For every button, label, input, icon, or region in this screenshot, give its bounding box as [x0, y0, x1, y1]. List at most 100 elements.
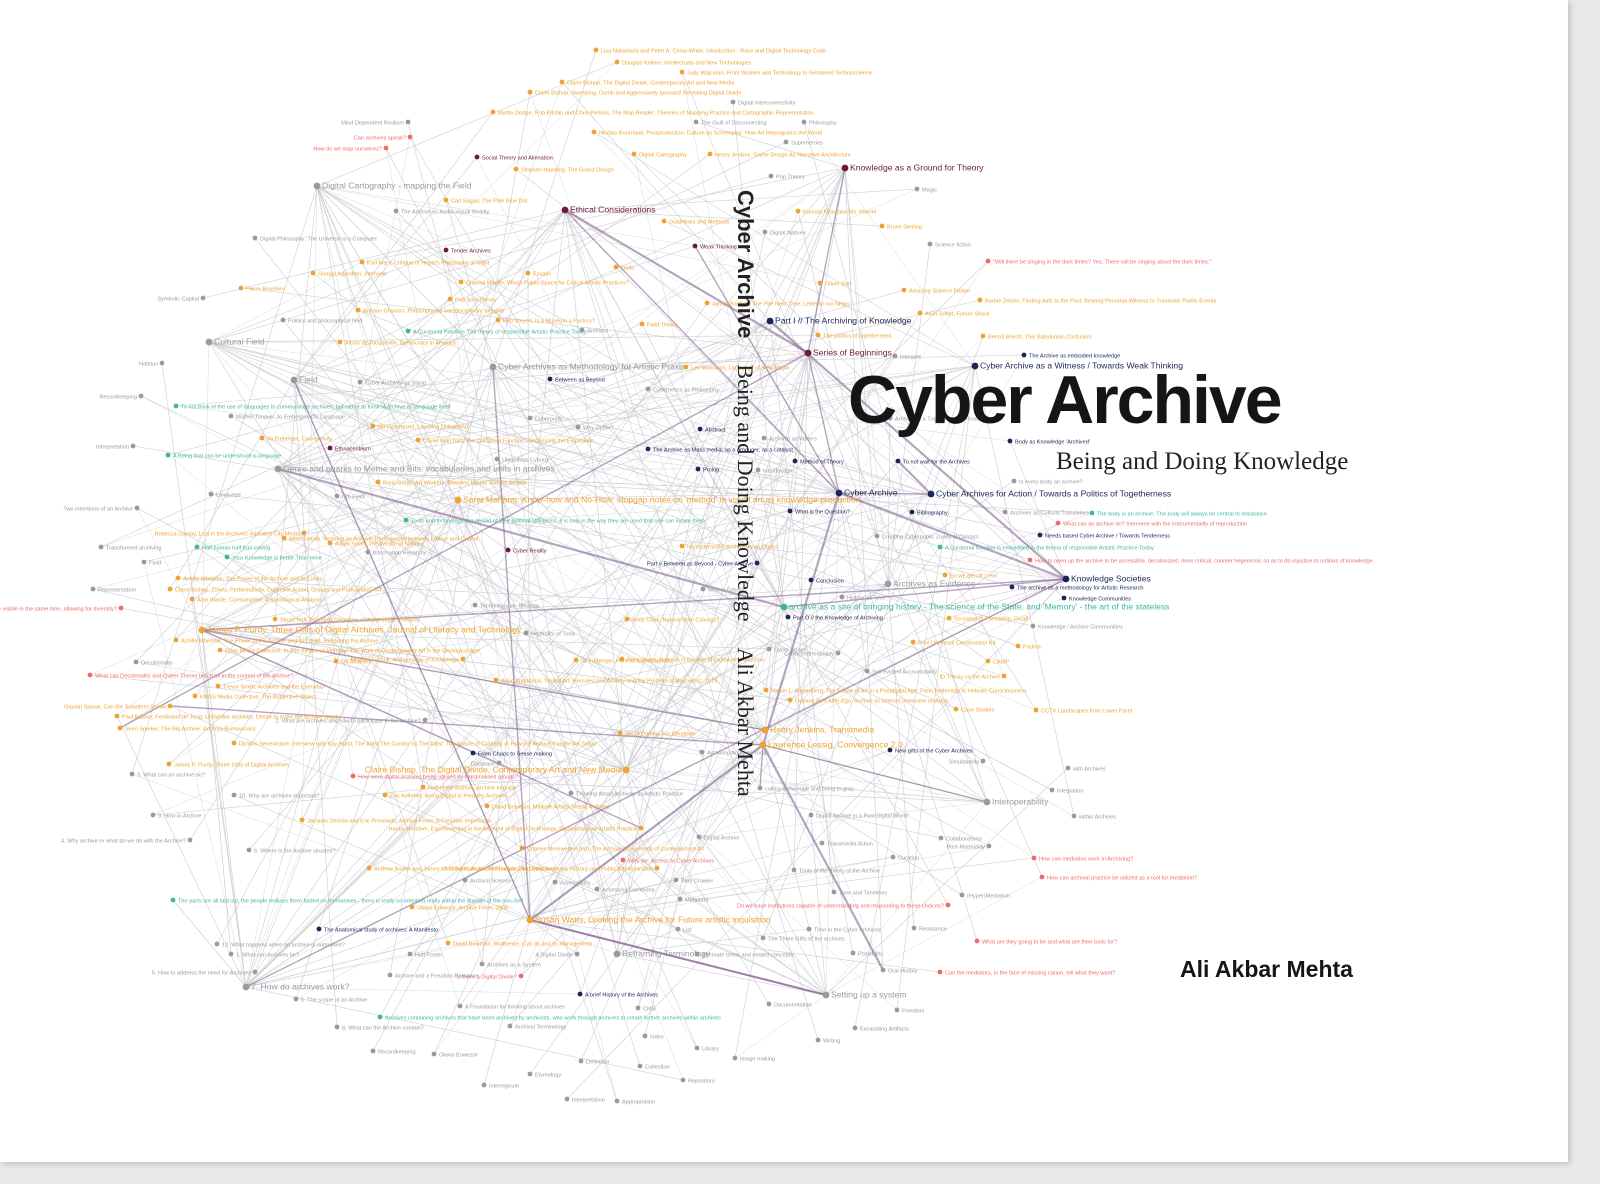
network-edge	[100, 320, 771, 548]
network-edge	[385, 147, 531, 921]
network-edge	[389, 366, 494, 976]
network-node-label: KNGS Media Collective, The Subjective Ob…	[200, 695, 317, 701]
network-node-label: Time in the Cyber Archives	[814, 928, 881, 934]
network-node-dot	[890, 854, 896, 860]
network-node-label: Cyber Archive	[844, 488, 898, 498]
network-node-dot	[980, 758, 986, 764]
network-node-dot	[117, 725, 123, 731]
network-node-dot	[405, 119, 411, 125]
network-node-dot	[173, 403, 179, 409]
network-node-dot	[699, 749, 705, 755]
network-node-label: Rebecca Comay, Lost in the Archives: Alp…	[155, 532, 301, 538]
network-edge	[625, 355, 896, 771]
network-node-dot	[874, 533, 880, 539]
network-node-label: The Guilt of Disconnecting	[701, 121, 767, 127]
network-edge	[208, 341, 840, 494]
network-node-label: Pop Soul Theory	[455, 298, 497, 304]
network-node-dot	[415, 437, 421, 443]
network-node-label: Carl Sagan, The Pale Blue Dot	[451, 199, 528, 205]
network-node-label: 5. The scope of an Archive	[301, 998, 367, 1004]
network-node-label: Claire Bishop, Zones, Performativity, Co…	[175, 588, 382, 594]
network-node-dot	[591, 129, 597, 135]
network-node-label: Archival Science	[470, 879, 511, 885]
network-edge	[838, 491, 1067, 581]
network-edge	[274, 185, 318, 620]
network-edge	[208, 341, 1019, 647]
network-edge	[564, 209, 627, 771]
network-node-label: How can archival practice be utilized as…	[1047, 876, 1197, 882]
network-node-dot	[909, 509, 915, 515]
network-edge	[529, 856, 894, 921]
network-node-label: Interpretation	[96, 445, 129, 451]
network-node-label: Archives as Cultural Translators	[1010, 511, 1089, 517]
network-node-label: Library	[702, 1047, 719, 1053]
network-edge	[405, 519, 827, 996]
network-node-label: Web Crawler	[681, 879, 713, 885]
network-node-label: Ethical Considerations	[570, 205, 656, 215]
network-node-dot	[927, 490, 935, 498]
network-node-label: Philosophy	[809, 121, 837, 127]
network-node-dot	[493, 677, 499, 683]
network-node-dot	[761, 435, 767, 441]
network-edge	[838, 492, 932, 495]
network-node-label: Freedom	[902, 1009, 925, 1015]
network-node-dot	[409, 904, 415, 910]
network-node-dot	[642, 1033, 648, 1039]
network-node-dot	[614, 59, 620, 65]
network-node-dot	[679, 543, 685, 549]
network-edge	[515, 168, 932, 495]
network-node-dot	[134, 505, 140, 511]
network-node-label: Cyber Intertextuality	[784, 652, 834, 658]
network-node-label: Guidelines and Methods	[669, 220, 730, 226]
network-edge	[201, 629, 523, 849]
network-node-label: Stephen Hawking, The Grand Design	[521, 168, 614, 174]
network-edge	[201, 583, 889, 631]
network-node-label: Appropriation	[622, 1100, 655, 1106]
network-edge	[245, 792, 572, 988]
network-edge	[245, 352, 809, 988]
knowledge-network-graph: Lisa Nakamura and Peter A. Chow-White, I…	[0, 47, 1373, 1106]
network-edge	[277, 365, 976, 470]
network-edge	[483, 919, 531, 1086]
network-node-label: 2. What are archives and how to particip…	[275, 719, 421, 725]
network-node-dot	[783, 139, 789, 145]
network-edge	[549, 378, 932, 495]
network-edge	[764, 606, 785, 731]
network-node-dot	[431, 1051, 437, 1057]
network-node-label: Neutrality of Tools	[531, 632, 576, 638]
network-node-dot	[694, 1045, 700, 1051]
network-node-label: Symbolic Capital	[157, 297, 199, 303]
network-edge	[457, 499, 957, 710]
network-node-dot	[495, 317, 501, 323]
network-edge	[316, 185, 840, 494]
network-node-label: Pop Theory	[776, 175, 805, 181]
network-node-label: Reframing Terminology	[622, 949, 711, 959]
network-node-label: The Anatomical study of archives: A Mani…	[324, 928, 438, 934]
network-node-dot	[527, 415, 533, 421]
network-node-label: Field	[149, 561, 161, 567]
network-edge	[245, 366, 494, 988]
network-edge	[201, 629, 232, 955]
network-node-dot	[350, 773, 356, 779]
network-edge	[625, 460, 899, 771]
network-edge	[783, 578, 1067, 608]
network-node-dot	[159, 360, 165, 366]
network-node-label: What are they going to be and what are t…	[982, 940, 1117, 946]
network-edge	[316, 61, 618, 187]
network-edge	[616, 365, 976, 955]
network-edge	[245, 578, 1067, 988]
network-node-dot	[852, 1025, 858, 1031]
network-node-dot	[559, 79, 565, 85]
network-node-label: Field Theory	[647, 323, 678, 329]
network-node-dot	[613, 264, 619, 270]
network-edge	[277, 468, 681, 900]
network-node-dot	[479, 961, 485, 967]
network-node-label: List	[683, 928, 692, 934]
network-node-label: Why we: Access to Cyber Archives	[628, 859, 714, 865]
network-node-dot	[927, 241, 933, 247]
network-node-label: Half Foster	[415, 953, 442, 959]
network-node-dot	[403, 517, 409, 523]
network-node-label: No rasternized, Learning Unlearning	[378, 425, 468, 431]
network-node-dot	[593, 47, 599, 53]
network-edge	[316, 185, 700, 838]
